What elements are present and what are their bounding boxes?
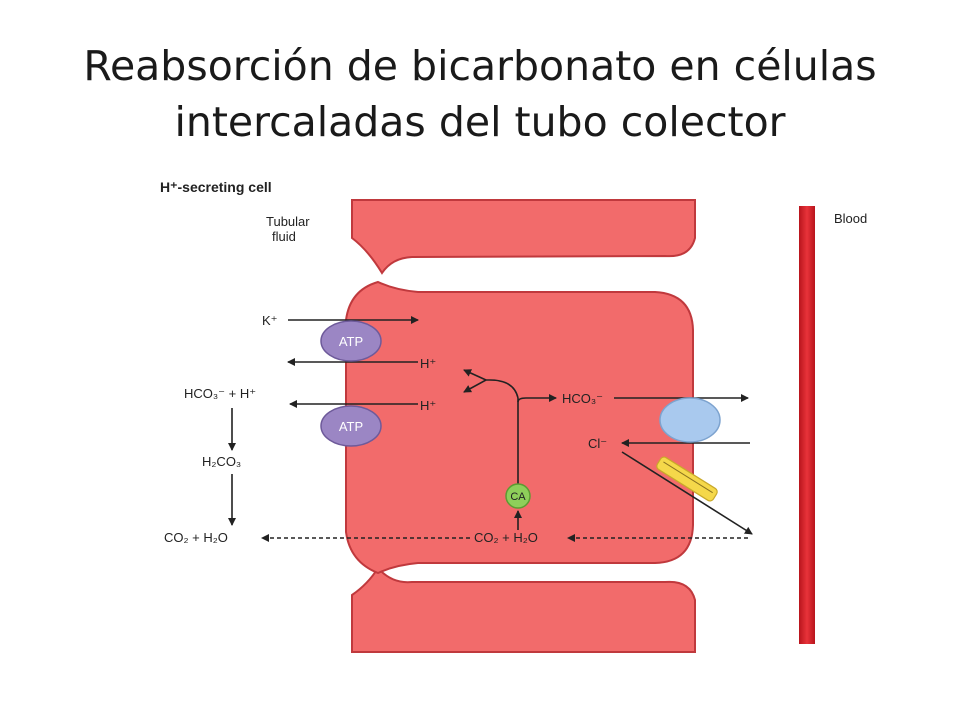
blood-label: Blood bbox=[834, 211, 867, 226]
cell-co2-h2o-label: CO₂ + H₂O bbox=[474, 530, 538, 545]
atp-pump-bottom: ATP bbox=[320, 405, 382, 447]
branch-to-hco3-arrow bbox=[517, 394, 557, 403]
carbonic-anhydrase-enzyme: CA bbox=[505, 483, 531, 509]
lumen-co2-h2o-label: CO₂ + H₂O bbox=[164, 530, 228, 545]
h-branch-down-arrow bbox=[463, 379, 487, 393]
cl-channel bbox=[656, 456, 718, 502]
hco3-cl-exchanger bbox=[659, 397, 721, 443]
cell-hco3-label: HCO₃⁻ bbox=[562, 391, 603, 406]
h-ion-label-bottom: H⁺ bbox=[420, 398, 436, 413]
h-ion-label-top: H⁺ bbox=[420, 356, 436, 371]
atp-pump-top-label: ATP bbox=[339, 334, 363, 349]
lower-neighbor-cell bbox=[351, 566, 696, 653]
upper-neighbor-cell bbox=[351, 199, 696, 275]
h-branch-up-arrow bbox=[463, 369, 487, 381]
carbonic-anhydrase-label: CA bbox=[510, 491, 526, 503]
cl-exit-arrow bbox=[621, 451, 753, 535]
k-ion-label: K⁺ bbox=[262, 313, 278, 328]
slide-title: Reabsorción de bicarbonato en células in… bbox=[0, 38, 960, 150]
lumen-hco3-h-label: HCO₃⁻ + H⁺ bbox=[184, 386, 256, 401]
blood-vessel bbox=[799, 206, 815, 644]
cell-title-label: H⁺-secreting cell bbox=[160, 179, 272, 195]
cell-cl-label: Cl⁻ bbox=[588, 436, 607, 451]
branch-to-h-arrow bbox=[484, 379, 519, 399]
tubular-fluid-label-line-1: Tubular bbox=[266, 214, 310, 229]
lumen-h2co3-label: H₂CO₃ bbox=[202, 454, 241, 469]
atp-pump-top: ATP bbox=[320, 320, 382, 362]
intercalated-cell bbox=[345, 280, 694, 575]
slide-title-line-1: Reabsorción de bicarbonato en células bbox=[83, 42, 877, 90]
tubular-fluid-label-line-2: fluid bbox=[272, 229, 296, 244]
atp-pump-bottom-label: ATP bbox=[339, 419, 363, 434]
slide-title-line-2: intercaladas del tubo colector bbox=[174, 98, 786, 146]
